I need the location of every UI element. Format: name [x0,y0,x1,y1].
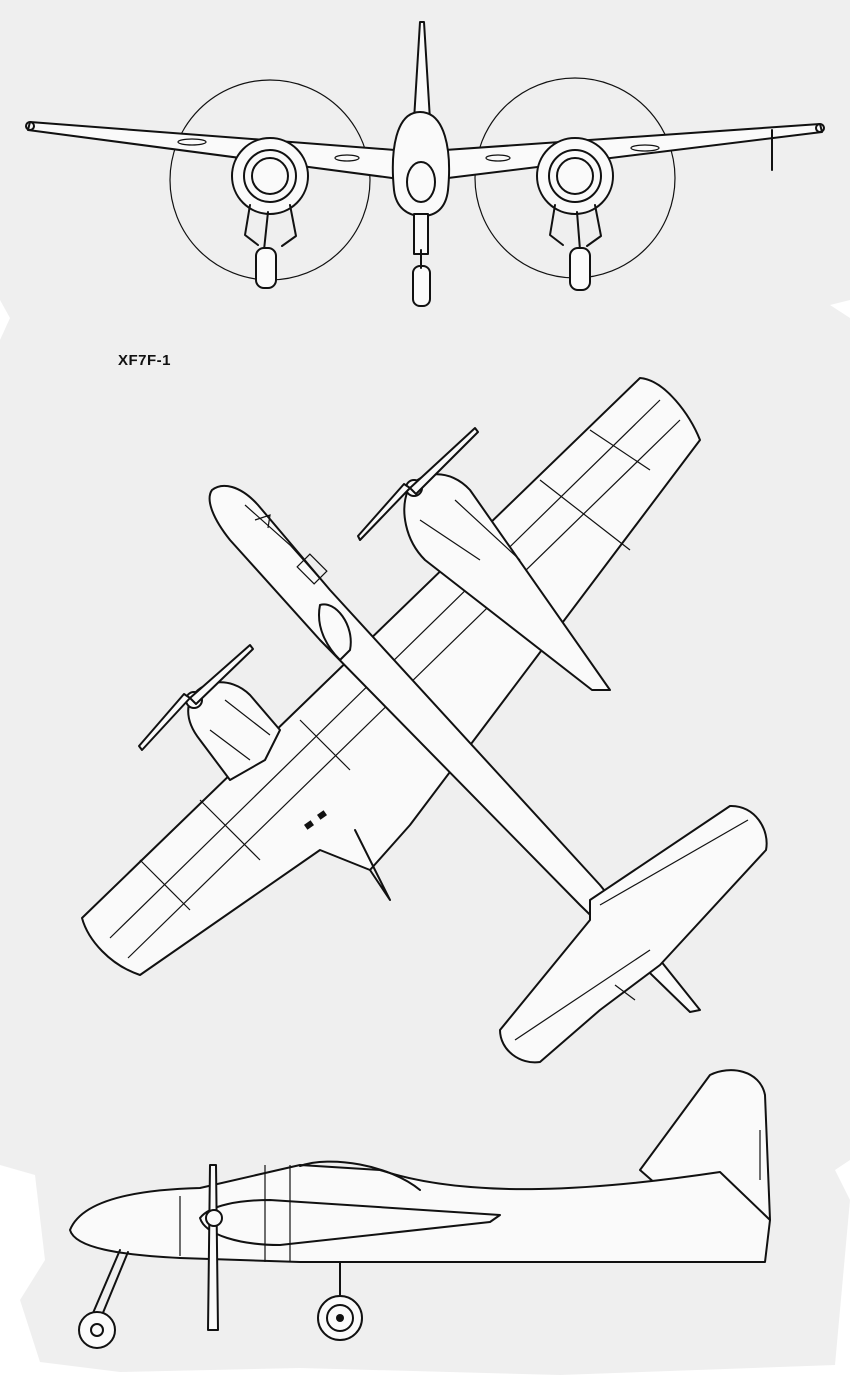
aircraft-designation-label: XF7F-1 [118,352,172,369]
side-nose-wheel [78,1311,116,1349]
front-fuselage [391,111,451,217]
plan-fuselage [208,484,701,1013]
plan-left-propeller [138,644,254,751]
side-view [69,1069,771,1349]
plan-horizontal-tail [499,804,768,1064]
plan-right-propeller [357,427,479,541]
plan-view [81,377,768,1064]
side-propeller [207,1164,219,1331]
front-view [25,21,825,307]
